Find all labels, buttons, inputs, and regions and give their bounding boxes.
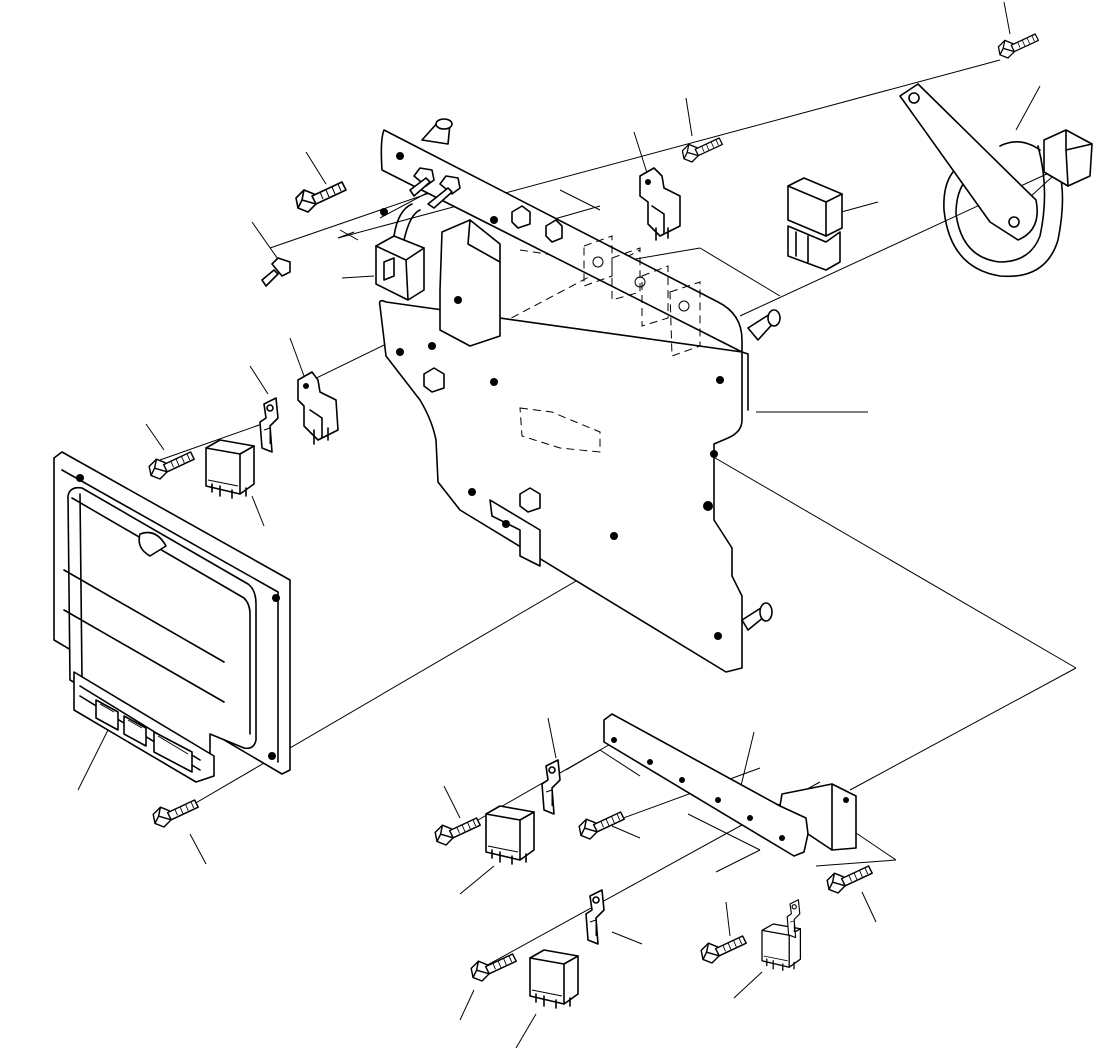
- mounting-plate-icon: [378, 118, 781, 673]
- wiring-harness-icon: [899, 83, 1093, 278]
- callout-lines: [77, 1, 1041, 1049]
- switch-icon: [297, 167, 681, 445]
- bottom-bracket-icon: [603, 713, 857, 857]
- relay-connector-icon: [787, 177, 843, 271]
- controller-unit-icon: [53, 451, 291, 783]
- connector-icon: [375, 203, 425, 301]
- screw-icon: [261, 167, 461, 287]
